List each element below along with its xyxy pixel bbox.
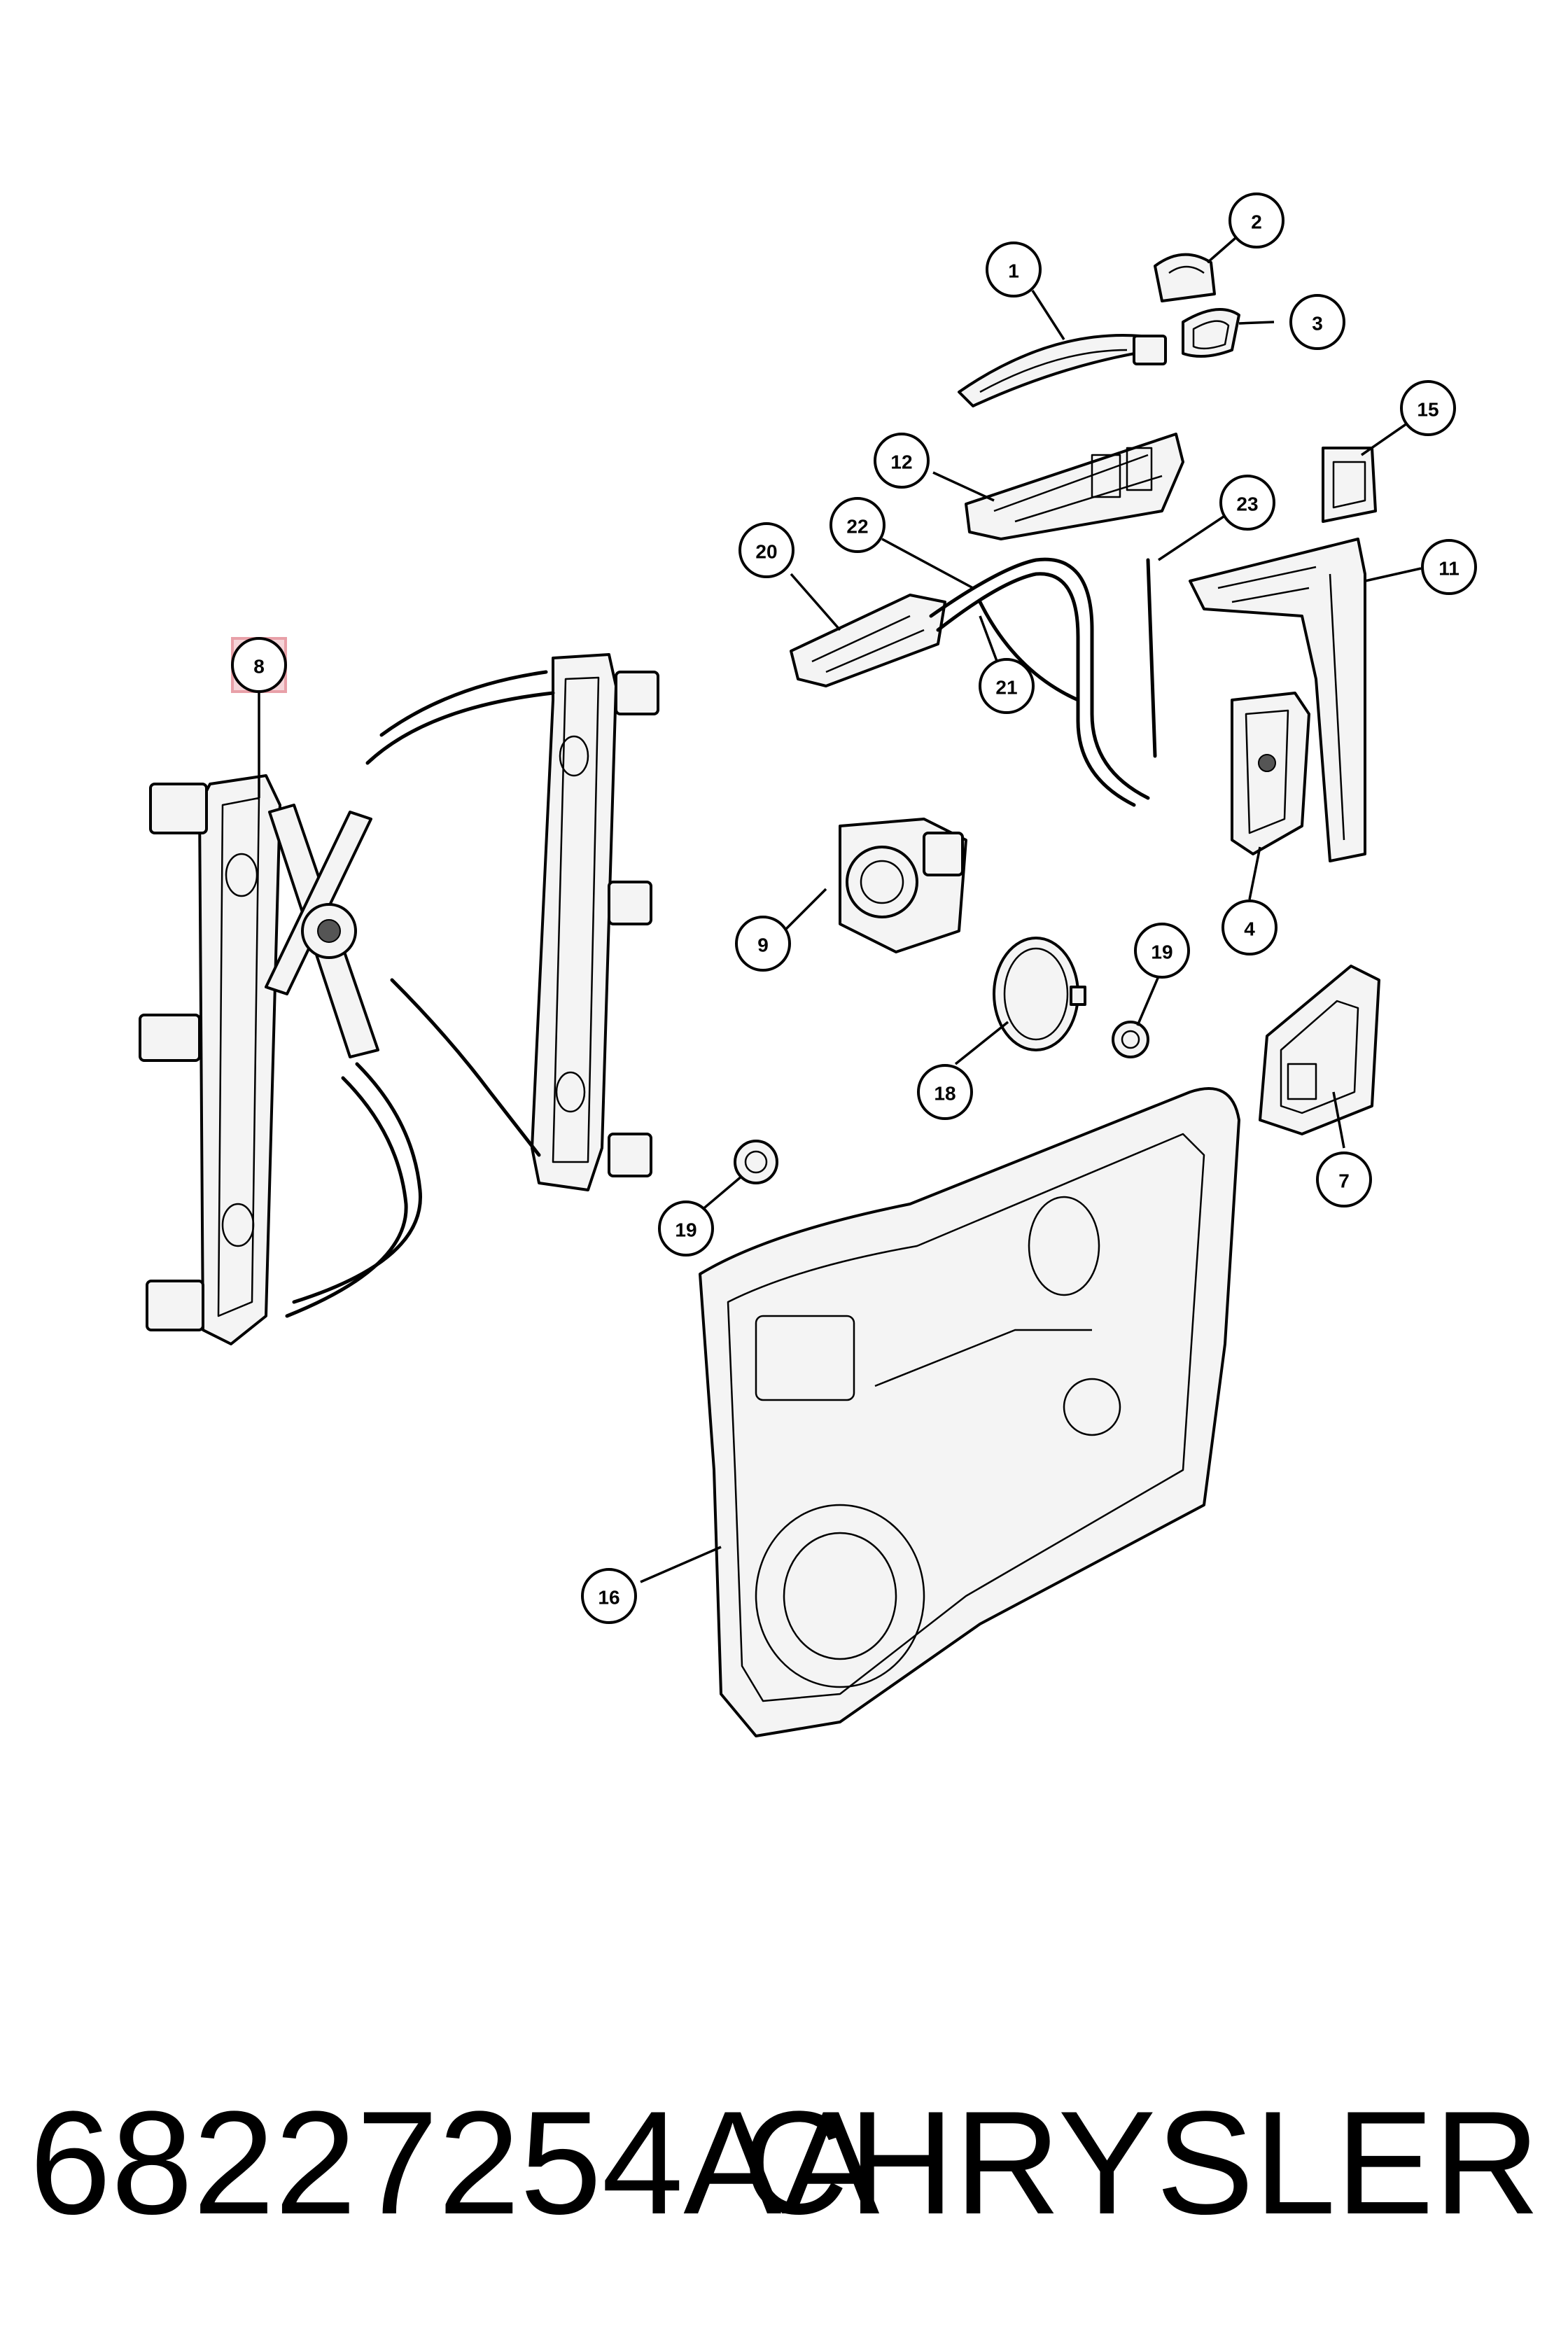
callout-12: 12 xyxy=(874,433,930,489)
callout-8: 8 xyxy=(231,637,287,693)
callout-19a: 19 xyxy=(1134,923,1190,979)
inside-handle-part xyxy=(790,594,946,687)
callout-circle xyxy=(1316,1152,1372,1208)
callout-circle xyxy=(979,658,1035,714)
callout-19b: 19 xyxy=(658,1200,714,1256)
callout-circle xyxy=(658,1200,714,1256)
grommet-part-lower xyxy=(734,1140,778,1184)
callout-circle xyxy=(986,241,1042,298)
callout-circle xyxy=(1219,475,1275,531)
brand-name: CHRYSLER xyxy=(742,2080,1540,2245)
callout-circle xyxy=(1134,923,1190,979)
linkage-rod-part xyxy=(1146,558,1157,758)
handle-carrier-part xyxy=(965,433,1184,540)
callout-circle xyxy=(830,497,886,553)
callout-label: 9 xyxy=(757,934,769,956)
callout-18: 18 xyxy=(917,1064,973,1120)
callout-2: 2 xyxy=(1228,192,1284,248)
callout-1: 1 xyxy=(986,241,1042,298)
speaker-seal-part xyxy=(993,937,1086,1051)
door-latch-part xyxy=(1231,692,1310,855)
callout-label: 19 xyxy=(675,1219,696,1241)
callout-20: 20 xyxy=(738,522,794,578)
callout-9: 9 xyxy=(735,916,791,972)
callout-label: 11 xyxy=(1438,558,1460,580)
callout-circle xyxy=(1421,539,1477,595)
window-motor-part xyxy=(839,818,967,953)
callout-label: 19 xyxy=(1151,941,1172,963)
callout-label: 3 xyxy=(1312,313,1323,335)
callout-circle xyxy=(735,916,791,972)
callout-circle xyxy=(738,522,794,578)
callout-4: 4 xyxy=(1222,899,1278,955)
callout-label: 18 xyxy=(934,1083,955,1105)
callout-11: 11 xyxy=(1421,539,1477,595)
trim-piece-part xyxy=(1322,447,1377,523)
callout-21: 21 xyxy=(979,658,1035,714)
callout-3: 3 xyxy=(1289,294,1345,350)
callout-label: 20 xyxy=(755,541,777,563)
door-inner-panel-part xyxy=(699,1087,1240,1737)
callout-label: 16 xyxy=(598,1587,620,1609)
callout-circle xyxy=(917,1064,973,1120)
callout-16: 16 xyxy=(581,1568,637,1624)
callout-circle xyxy=(1289,294,1345,350)
control-cables-part xyxy=(929,557,1150,807)
cylinder-cap-part xyxy=(1154,253,1216,302)
callout-circle xyxy=(1222,899,1278,955)
bezel-part xyxy=(1182,308,1240,358)
callout-label: 22 xyxy=(846,516,868,538)
exterior-handle-part xyxy=(958,334,1167,407)
callout-label: 15 xyxy=(1417,399,1438,421)
callout-circle xyxy=(1400,380,1456,436)
callout-15: 15 xyxy=(1400,380,1456,436)
callout-label: 8 xyxy=(253,656,265,678)
callout-7: 7 xyxy=(1316,1152,1372,1208)
callout-circle xyxy=(581,1568,637,1624)
callout-label: 23 xyxy=(1236,493,1258,515)
callout-label: 4 xyxy=(1244,918,1255,940)
callout-label: 21 xyxy=(995,677,1017,699)
callout-label: 2 xyxy=(1251,211,1262,233)
part-number: 68227254AA xyxy=(29,2080,880,2245)
door-bracket-part xyxy=(1189,538,1366,862)
callout-label: 12 xyxy=(890,451,912,473)
callout-circle xyxy=(231,637,287,693)
grommet-part-upper xyxy=(1112,1021,1149,1058)
module-bracket-part xyxy=(1259,965,1380,1135)
callout-circle xyxy=(874,433,930,489)
callout-22: 22 xyxy=(830,497,886,553)
callout-23: 23 xyxy=(1219,475,1275,531)
callout-label: 7 xyxy=(1338,1170,1350,1192)
window-regulator-part xyxy=(139,653,659,1345)
callout-label: 1 xyxy=(1008,260,1019,282)
callout-circle xyxy=(1228,192,1284,248)
